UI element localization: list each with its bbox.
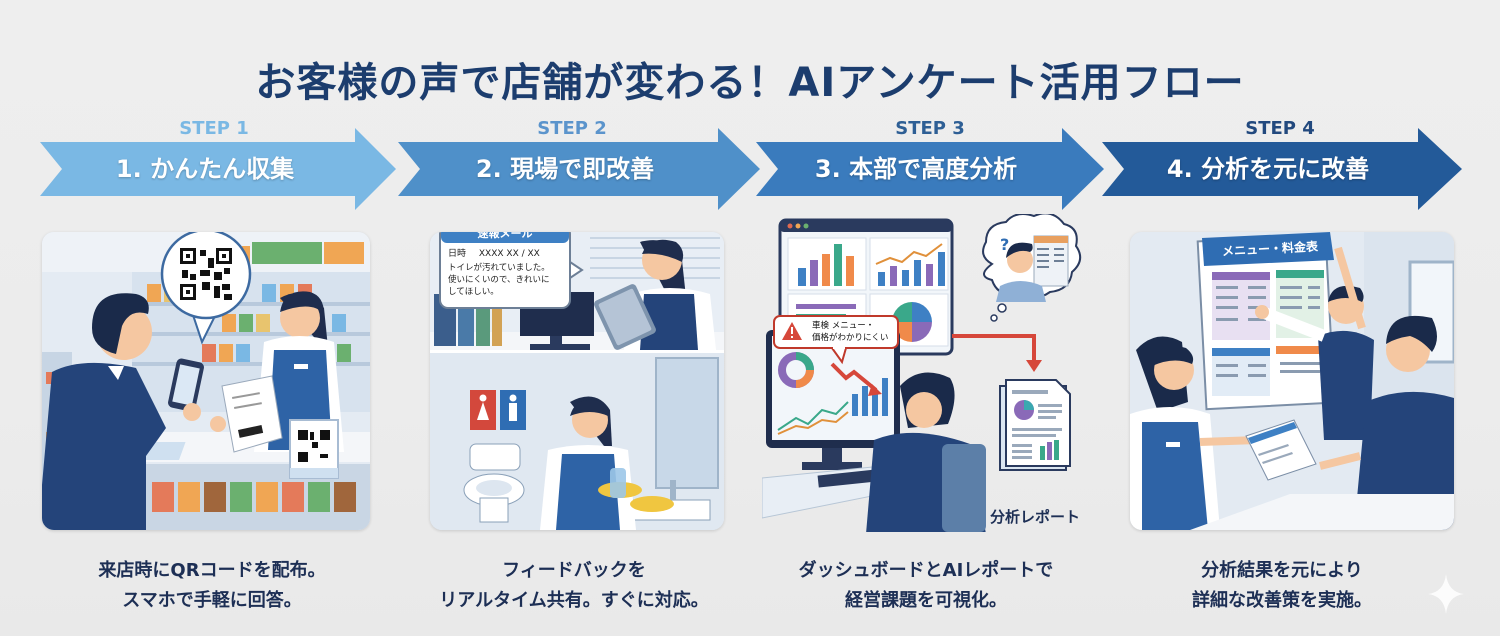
- caption-line: リアルタイム共有。すぐに対応。: [439, 590, 709, 611]
- step-3-heading: 3. 本部で高度分析: [814, 155, 1018, 183]
- alert-text-line: 価格がわかりにくい: [812, 333, 889, 343]
- mail-body-line: トイレが汚れていました。: [448, 263, 550, 273]
- svg-text:?: ?: [1000, 235, 1009, 254]
- step-4-caption: 分析結果を元により 詳細な改善策を実施。: [1102, 556, 1462, 616]
- alert-text-line: 車検 メニュー・: [812, 321, 875, 331]
- menu-board: [1196, 232, 1336, 411]
- mail-date-label: 日時: [448, 249, 467, 259]
- page-title: お客様の声で店舗が変わる！AIアンケート活用フロー: [255, 60, 1245, 106]
- caption-line: 来店時にQRコードを配布。: [98, 560, 326, 581]
- step-1-label: STEP 1: [179, 118, 249, 139]
- step-4-heading: 4. 分析を元に改善: [1166, 155, 1370, 183]
- step-3-caption: ダッシュボードとAIレポートで 経営課題を可視化。: [746, 556, 1106, 616]
- caption-line: フィードバックを: [502, 560, 646, 581]
- step-1-caption: 来店時にQRコードを配布。 スマホで手軽に回答。: [32, 556, 392, 616]
- caption-line: 経営課題を可視化。: [845, 590, 1007, 611]
- alert-text: 車検 メニュー・ 価格がわかりにくい: [812, 320, 888, 344]
- toilet-icon: [463, 443, 525, 523]
- cleaning-staff: [540, 396, 674, 530]
- step-1-arrow: 1. かんたん収集: [40, 128, 400, 210]
- customer-figure: [42, 293, 226, 530]
- step-4-label: STEP 4: [1245, 118, 1315, 139]
- step-4-arrow: 4. 分析を元に改善: [1102, 128, 1464, 210]
- alert-mail-bubble: [439, 232, 584, 309]
- step-3-label: STEP 3: [895, 118, 965, 139]
- report-label: 分析レポート: [990, 508, 1081, 526]
- step-2-arrow: 2. 現場で即改善: [398, 128, 762, 210]
- analysis-report-icon: [999, 379, 1071, 471]
- staff-posting-menu: [1255, 246, 1374, 440]
- restroom-sign-icon: [470, 390, 526, 430]
- step-2-caption: フィードバックを リアルタイム共有。すぐに対応。: [394, 556, 754, 616]
- mail-body: トイレが汚れていました。 使いにくいので、きれいに してほしい。: [448, 262, 550, 298]
- caption-line: ダッシュボードとAIレポートで: [798, 560, 1054, 581]
- mail-date-value: XXXX XX / XX: [478, 249, 540, 259]
- step-2-heading: 2. 現場で即改善: [475, 155, 655, 183]
- step-1-illustration: [42, 232, 370, 530]
- caption-line: 詳細な改善策を実施。: [1192, 590, 1372, 611]
- step-2-label: STEP 2: [537, 118, 607, 139]
- step-2-illustration: 速報メール 日時 XXXX XX / XX トイレが汚れていました。 使いにくい…: [430, 232, 724, 530]
- alert-bubble: [773, 315, 899, 365]
- staff-handing-flyer: [1130, 336, 1259, 530]
- sparkle-icon: [1428, 574, 1464, 614]
- mail-body-line: 使いにくいので、きれいに: [448, 275, 550, 285]
- qr-code-icon: [160, 232, 252, 345]
- step-3-illustration: ? 車検 メニュー・ 価格がわかりにくい 分析レポート: [762, 214, 1102, 532]
- mail-body-line: してほしい。: [448, 287, 499, 297]
- caption-line: スマホで手軽に回答。: [122, 590, 302, 611]
- step-4-illustration: メニュー・料金表: [1130, 232, 1454, 530]
- step-3-arrow: 3. 本部で高度分析: [756, 128, 1106, 210]
- step-1-heading: 1. かんたん収集: [115, 155, 295, 183]
- mail-title: 速報メール: [477, 232, 533, 240]
- thought-cloud: ?: [982, 214, 1082, 322]
- staff-with-tablet: [594, 239, 716, 350]
- analyst-figure: [866, 372, 986, 532]
- caption-line: 分析結果を元により: [1201, 560, 1363, 581]
- mail-date-row: 日時 XXXX XX / XX: [448, 248, 540, 260]
